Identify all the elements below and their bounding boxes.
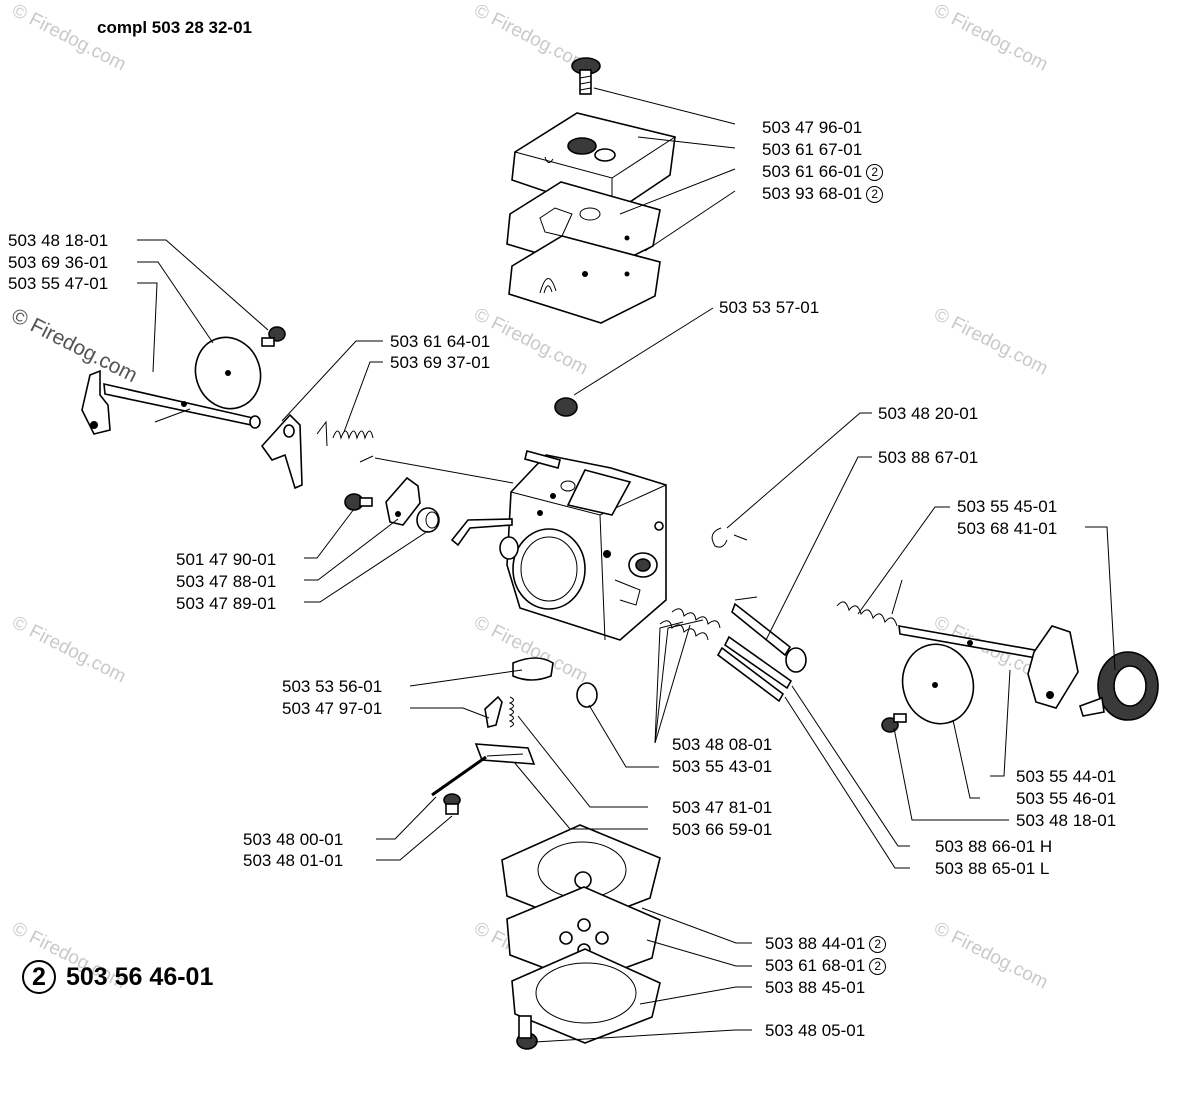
screw-top-drawing — [571, 57, 601, 95]
part-label[interactable]: 503 48 00-01 — [243, 830, 344, 849]
throttle-cam-drawing — [1079, 651, 1159, 721]
metering-screw-drawing — [443, 793, 461, 815]
metering-plate-drawing — [506, 886, 661, 984]
inlet-needle-drawing — [484, 695, 503, 728]
retaining-clip-drawing — [711, 527, 728, 548]
choke-screw-drawing — [261, 326, 286, 347]
part-label[interactable]: 503 55 46-01 — [1016, 789, 1117, 808]
part-label[interactable]: 501 47 90-01 — [176, 550, 277, 569]
part-label[interactable]: 503 68 41-01 — [957, 519, 1058, 538]
lever-pin-drawing — [431, 755, 487, 797]
part-label[interactable]: 503 69 36-01 — [8, 253, 109, 272]
throttle-lever-right-drawing — [1027, 625, 1079, 709]
part-label[interactable]: 503 55 43-01 — [672, 757, 773, 776]
choke-spring-drawing — [316, 420, 374, 463]
needle-spring-drawing — [508, 696, 514, 728]
kit-mark: 2 — [866, 164, 884, 181]
part-label[interactable]: 503 88 66-01 H — [935, 837, 1053, 856]
springs-drawing — [659, 608, 721, 641]
adjusting-needles-drawing — [716, 635, 793, 703]
throttle-wire-drawing — [450, 518, 513, 547]
leader-lines — [137, 87, 1116, 1043]
lever-screw-drawing — [344, 493, 373, 511]
part-label[interactable]: 503 47 96-01 — [762, 118, 863, 137]
throttle-lever-drawing — [385, 476, 421, 526]
throttle-spring-drawing — [836, 579, 903, 627]
pump-diaphragm-drawing — [508, 235, 661, 324]
detent-lever-drawing — [260, 413, 303, 490]
carburetor-body-drawing — [499, 450, 667, 641]
part-label[interactable]: 503 48 08-01 — [672, 735, 773, 754]
part-label[interactable]: 503 61 64-01 — [390, 332, 491, 351]
metering-lever-drawing — [474, 743, 536, 765]
part-label[interactable]: 503 48 18-01 — [8, 231, 109, 250]
filter-screen-drawing — [554, 397, 578, 417]
part-label[interactable]: 503 47 89-01 — [176, 594, 277, 613]
part-label[interactable]: 503 88 67-01 — [878, 448, 979, 467]
part-label[interactable]: 503 47 97-01 — [282, 699, 383, 718]
idle-screw-drawing — [731, 602, 807, 673]
choke-shaft-drawing — [81, 369, 261, 435]
part-label[interactable]: 503 53 56-01 — [282, 677, 383, 696]
kit-mark: 2 — [869, 936, 887, 953]
metering-gasket-drawing — [501, 824, 661, 926]
assembly-title: compl 503 28 32-01 — [97, 18, 252, 37]
part-label[interactable]: 503 55 47-01 — [8, 274, 109, 293]
part-label[interactable]: 503 69 37-01 — [390, 353, 491, 372]
plug-drawing — [512, 657, 554, 681]
part-label[interactable]: 503 53 57-01 — [719, 298, 820, 317]
throttle-valve-drawing — [901, 643, 975, 725]
part-label[interactable]: 503 55 45-01 — [957, 497, 1058, 516]
part-label[interactable]: 503 48 01-01 — [243, 851, 344, 870]
part-label[interactable]: 503 88 45-01 — [765, 978, 866, 997]
part-label[interactable]: 503 61 67-01 — [762, 140, 863, 159]
kit-mark: 2 — [866, 186, 884, 203]
plug-small-drawing — [576, 682, 598, 708]
kit-label: 503 56 46-01 — [66, 963, 214, 991]
kit-number: 2 503 56 46-01 — [22, 960, 213, 994]
part-label[interactable]: 503 48 18-01 — [1016, 811, 1117, 830]
part-label[interactable]: 503 47 88-01 — [176, 572, 277, 591]
part-label[interactable]: 503 47 81-01 — [672, 798, 773, 817]
part-label[interactable]: 503 88 65-01 L — [935, 859, 1050, 878]
roller-drawing — [416, 507, 440, 533]
bottom-screw-drawing — [516, 1015, 538, 1050]
choke-valve-drawing — [194, 336, 262, 410]
part-label[interactable]: 503 66 59-01 — [672, 820, 773, 839]
kit-mark: 2 — [869, 958, 887, 975]
metering-diaphragm-drawing — [511, 948, 661, 1044]
part-label[interactable]: 503 48 20-01 — [878, 404, 979, 423]
part-label[interactable]: 503 48 05-01 — [765, 1021, 866, 1040]
part-label[interactable]: 503 55 44-01 — [1016, 767, 1117, 786]
kit-circle: 2 — [22, 960, 56, 994]
